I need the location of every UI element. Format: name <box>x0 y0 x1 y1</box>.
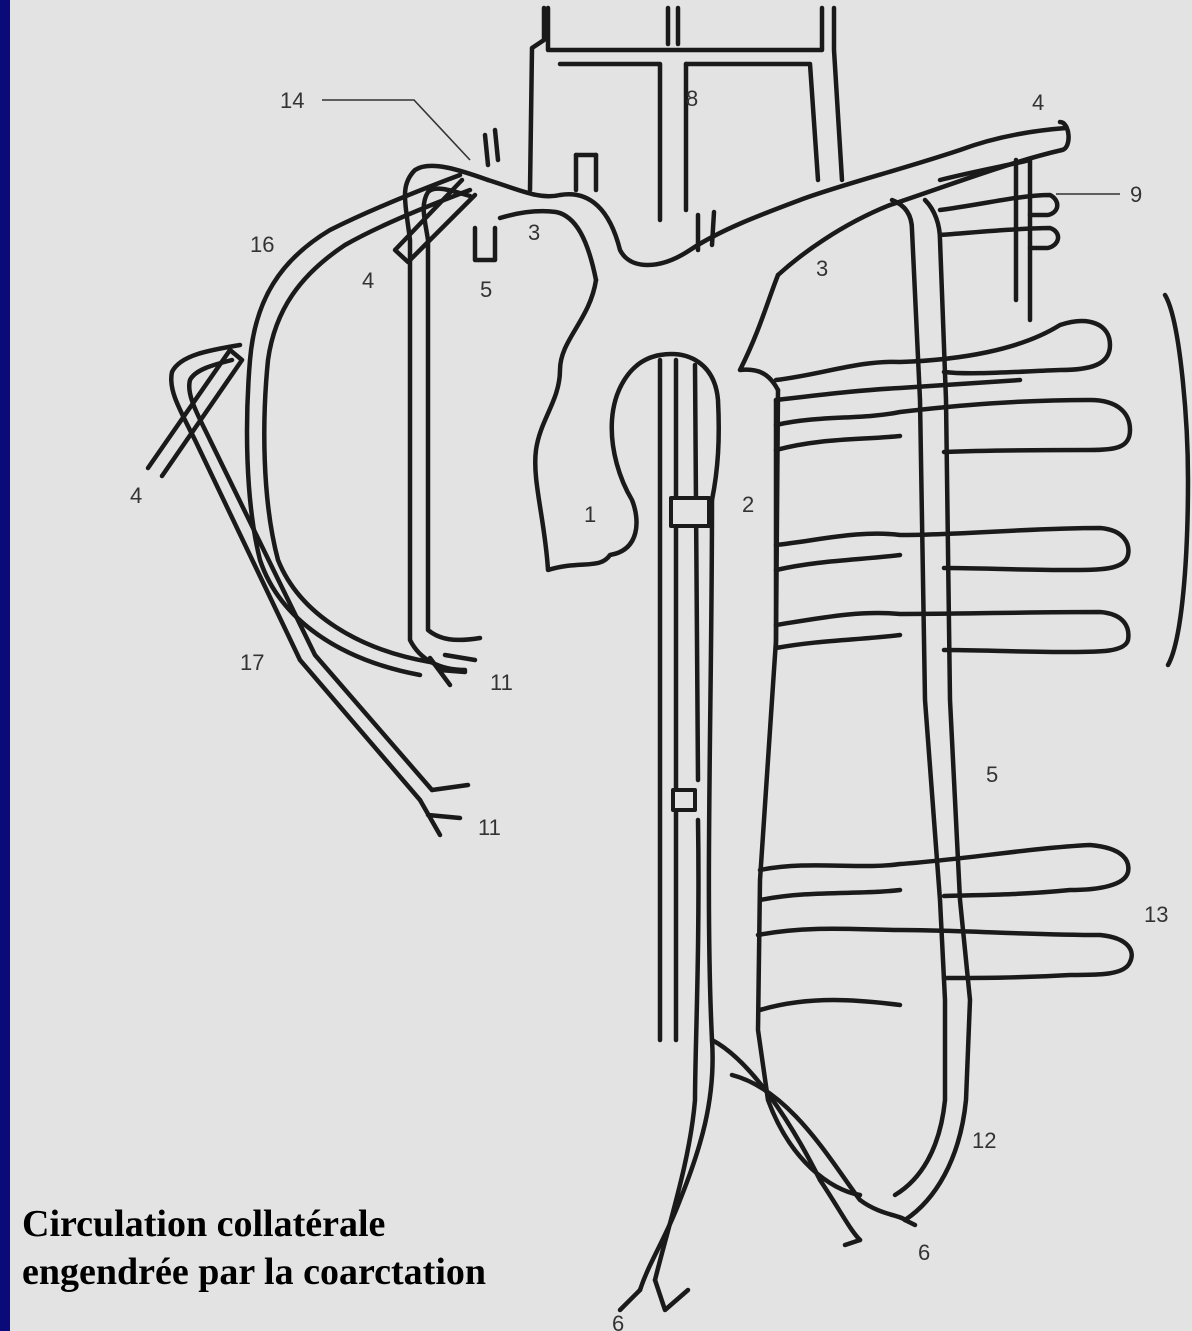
label-11-upper: 11 <box>490 670 513 695</box>
figure-caption: Circulation collatérale engendrée par la… <box>22 1200 642 1296</box>
label-3-left: 3 <box>528 220 540 245</box>
label-11-lower: 11 <box>478 815 501 840</box>
label-2: 2 <box>742 492 754 517</box>
label-4-top-right: 4 <box>1032 90 1044 115</box>
label-3-right: 3 <box>816 256 828 281</box>
label-4-far-left: 4 <box>130 483 142 508</box>
label-6-bottom-right: 6 <box>918 1240 930 1265</box>
label-17: 17 <box>240 650 264 675</box>
label-14: 14 <box>280 88 304 113</box>
label-16: 16 <box>250 232 274 257</box>
subclavian-branches <box>148 166 488 835</box>
ascending-aorta <box>535 275 778 570</box>
internal-thoracic-artery <box>892 160 1058 1220</box>
label-1: 1 <box>584 502 596 527</box>
descending-aorta <box>620 360 915 1310</box>
label-5-left: 5 <box>480 277 492 302</box>
label-6-bottom-left: 6 <box>612 1311 624 1331</box>
label-12: 12 <box>972 1128 996 1153</box>
aortic-arch <box>475 122 1069 280</box>
label-8: 8 <box>686 86 698 111</box>
brace-bracket <box>1165 295 1188 665</box>
label-4-left-branch: 4 <box>362 268 374 293</box>
caption-line-2: engendrée par la coarctation <box>22 1248 642 1296</box>
label-5-right: 5 <box>986 762 998 787</box>
leader-line-14 <box>322 100 470 160</box>
caption-line-1: Circulation collatérale <box>22 1200 642 1248</box>
label-9: 9 <box>1130 182 1142 207</box>
label-13: 13 <box>1144 902 1168 927</box>
